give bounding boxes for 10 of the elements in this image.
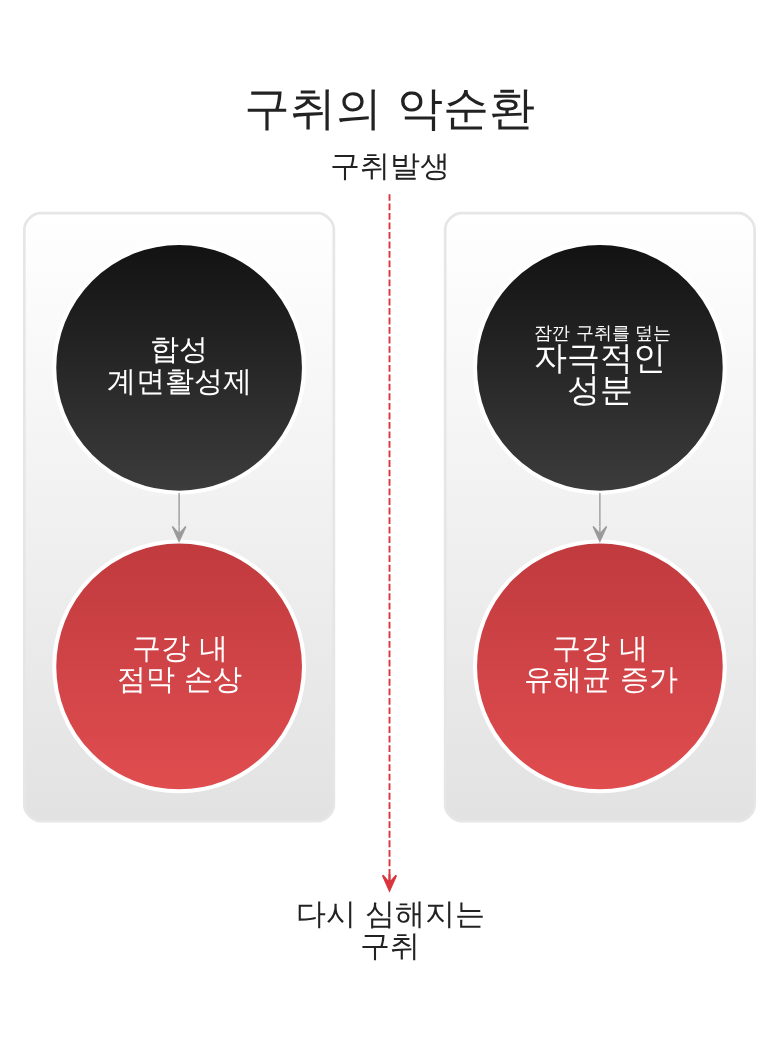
node-text: 구취발생: [329, 147, 450, 183]
node-text: 다시 심해지는 구취: [295, 895, 486, 964]
cluster: [443, 211, 756, 823]
cluster: [23, 211, 336, 823]
node-circle: 구강 내 점막 손상: [52, 539, 307, 794]
node-circle: 구강 내 유해균 증가: [472, 539, 727, 794]
arrow: [592, 492, 608, 542]
arrow: [171, 492, 187, 542]
arrow: [381, 193, 398, 892]
diagram-title: 구취의 악순환: [244, 80, 535, 135]
